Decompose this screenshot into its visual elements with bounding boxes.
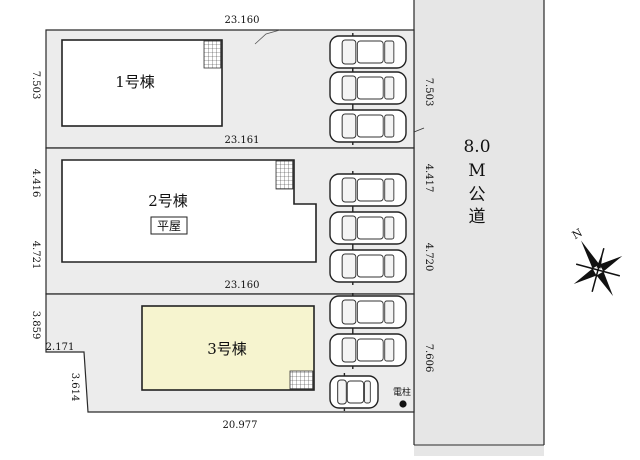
- utility-pole-icon: [399, 400, 407, 408]
- car-rear-window: [364, 380, 371, 404]
- dim-lot2-left-lower: 4.721: [30, 241, 41, 270]
- car-roof: [356, 114, 384, 138]
- car-icon: [329, 331, 407, 369]
- car-roof: [356, 254, 384, 278]
- car-windshield: [341, 177, 357, 203]
- utility-pole: 電柱: [393, 386, 411, 408]
- car-roof: [356, 338, 384, 362]
- car-rear-window: [384, 76, 395, 100]
- car-icon: [329, 373, 379, 411]
- car-windshield: [341, 215, 357, 241]
- parking-spaces: [329, 33, 407, 411]
- car-rear-window: [384, 216, 395, 240]
- car-roof: [356, 216, 384, 240]
- road-name-char-1: 公: [469, 185, 486, 205]
- car-icon: [329, 33, 407, 71]
- dim-lot3-notch-top: 2.171: [46, 342, 75, 353]
- dim-lot3-bottom: 20.977: [223, 420, 258, 431]
- dim-lot2-right-upper: 4.417: [423, 164, 434, 193]
- car-windshield: [341, 75, 357, 101]
- compass-diag-ne: [597, 247, 605, 271]
- car-icon: [329, 171, 407, 209]
- compass-diag-sw: [591, 269, 599, 293]
- dim-lot1-right: 7.503: [423, 78, 434, 107]
- car-windshield: [341, 299, 357, 325]
- compass-diag-nw: [575, 263, 599, 271]
- road-unit-label: M: [468, 161, 485, 181]
- building-1: [61, 39, 223, 127]
- car-icon: [329, 247, 407, 285]
- building-2-stairs: [275, 160, 294, 190]
- car-icon: [329, 209, 407, 247]
- building-1-stairs: [203, 40, 222, 69]
- road-boundary-tick: [254, 29, 281, 45]
- compass-west-needle: [573, 268, 597, 284]
- building-2-sub-label: 平屋: [157, 219, 181, 233]
- car-roof: [356, 40, 384, 64]
- compass-east-needle: [599, 256, 623, 272]
- car-windshield: [341, 113, 357, 139]
- dim-lot1-bottom: 23.161: [225, 135, 260, 146]
- dim-lot2-bottom: 23.160: [225, 280, 260, 291]
- car-icon: [329, 107, 407, 145]
- road-name-char-2: 道: [469, 207, 486, 227]
- dim-lot1-left: 7.503: [30, 71, 41, 100]
- utility-pole-label: 電柱: [393, 386, 411, 398]
- building-3: [141, 305, 315, 391]
- building-3-label: 3号棟: [207, 340, 247, 358]
- car-icon: [329, 69, 407, 107]
- car-rear-window: [384, 40, 395, 64]
- car-rear-window: [384, 178, 395, 202]
- dimensions: 23.160 23.161 7.503 7.503 23.160 4.416 4…: [30, 15, 434, 431]
- compass-rose: N: [570, 226, 623, 296]
- dim-lot1-top: 23.160: [225, 15, 260, 26]
- building-3-stairs: [289, 370, 314, 390]
- lot-1-corner-mark: [413, 127, 425, 133]
- car-rear-window: [384, 300, 395, 324]
- car-windshield: [341, 337, 357, 363]
- dim-lot2-left-upper: 4.416: [30, 169, 41, 198]
- car-roof: [356, 76, 384, 100]
- car-roof: [356, 300, 384, 324]
- car-icon: [329, 293, 407, 331]
- car-roof: [346, 380, 365, 404]
- dim-lot3-right: 7.606: [423, 344, 434, 373]
- compass-south-needle: [596, 271, 613, 296]
- building-1-label: 1号棟: [115, 73, 155, 91]
- car-windshield: [337, 379, 347, 405]
- car-roof: [356, 178, 384, 202]
- building-2-label: 2号棟: [148, 192, 188, 210]
- dim-lot3-left-top: 3.859: [30, 311, 41, 340]
- car-rear-window: [384, 254, 395, 278]
- compass-north-label: N: [570, 226, 585, 242]
- building-2-sub-label-box: [150, 216, 188, 235]
- public-road: 8.0 M 公 道: [413, 0, 545, 456]
- dim-lot2-right-lower: 4.720: [423, 243, 434, 272]
- dim-lot3-left-bottom: 3.614: [69, 373, 80, 402]
- buildings: 1号棟 2号棟 平屋 3号棟: [61, 39, 317, 391]
- car-rear-window: [384, 114, 395, 138]
- building-2: [61, 159, 317, 263]
- car-windshield: [341, 253, 357, 279]
- road-surface: [414, 0, 544, 456]
- compass-north-needle: [581, 240, 600, 269]
- road-width-label: 8.0: [463, 137, 490, 157]
- compass-diag-se: [597, 269, 621, 277]
- car-rear-window: [384, 338, 395, 362]
- car-windshield: [341, 39, 357, 65]
